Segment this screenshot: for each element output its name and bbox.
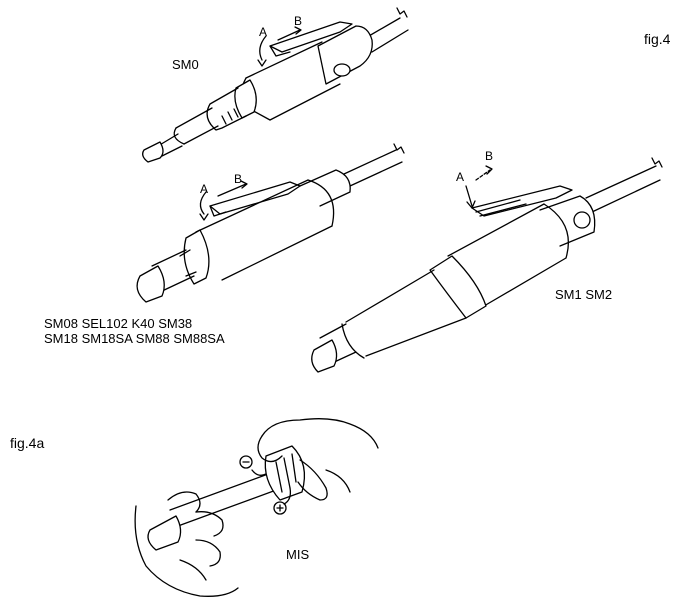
sm1-screwdriver: [311, 157, 663, 373]
callout-a-sm1: A: [456, 170, 464, 184]
callout-b-sm0: B: [294, 14, 302, 28]
callout-b-sm08: B: [234, 172, 242, 186]
label-group-line2: SM18 SM18SA SM88 SM88SA: [44, 331, 225, 346]
callout-a-sm08: A: [200, 182, 208, 196]
label-sm1-sm2: SM1 SM2: [555, 287, 613, 302]
callout-b-sm1: B: [485, 149, 493, 163]
mis-hands-illustration: [134, 418, 379, 597]
label-sm0: SM0: [172, 57, 199, 72]
label-group-line1: SM08 SEL102 K40 SM38: [44, 316, 193, 331]
sm08-screwdriver: [136, 143, 405, 303]
callout-a-sm0: A: [259, 25, 267, 39]
sm0-screwdriver: [142, 7, 409, 163]
label-mis: MIS: [286, 547, 310, 562]
figure-label-fig4a: fig.4a: [10, 435, 45, 451]
figure-label-fig4: fig.4: [644, 31, 671, 47]
